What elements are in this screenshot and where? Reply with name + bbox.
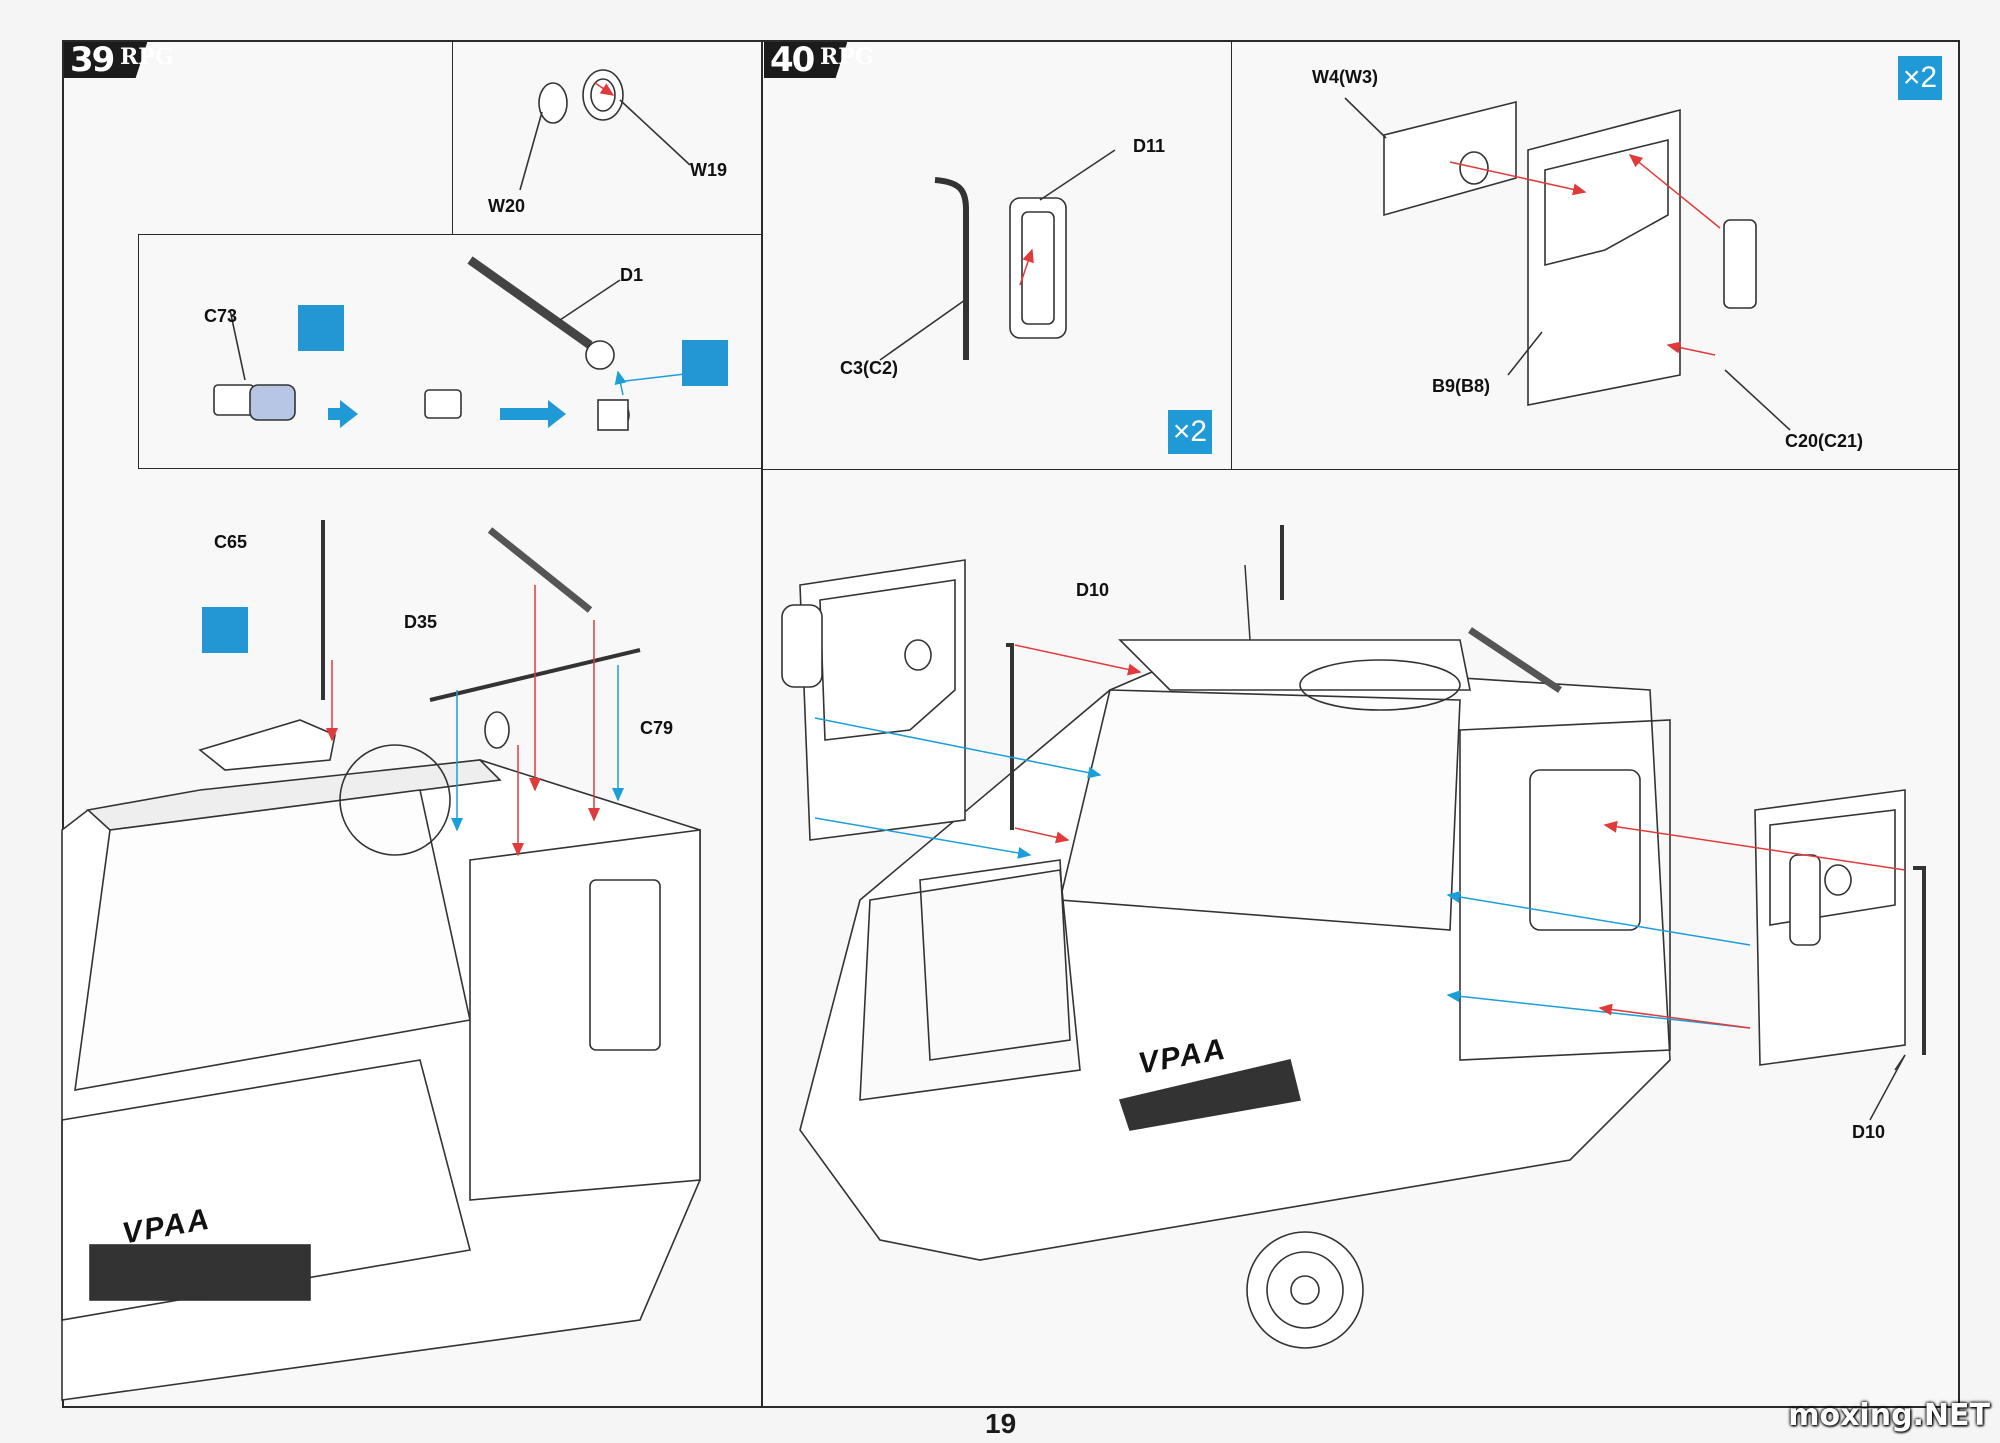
step-number: 39: [64, 42, 148, 78]
label-d35: D35: [404, 612, 438, 632]
label-w20: W20: [488, 196, 526, 216]
watermark: moxing.NET: [1788, 1398, 1990, 1433]
label-b9-b8: B9(B8): [1432, 376, 1491, 396]
label-w19: W19: [690, 160, 728, 180]
vehicle-step40: [781, 525, 1926, 1349]
glue-icon: [682, 340, 728, 386]
brand-logo: RPG: [120, 44, 174, 70]
brand-logo: RPG: [820, 44, 874, 70]
label-c65: C65: [214, 532, 248, 552]
label-d1: D1: [620, 265, 644, 285]
label-c79: C79: [640, 718, 674, 738]
multiplier-badge: ×2: [1898, 56, 1942, 100]
glue-icon: [202, 607, 248, 653]
label-c73: C73: [204, 306, 238, 326]
label-d11: D11: [1133, 136, 1166, 156]
step-number: 40: [764, 42, 848, 78]
panel-step40-main: [762, 469, 1960, 1408]
step-40-badge: 40 RPG: [764, 42, 874, 78]
step-39-badge: 39 RPG: [64, 42, 174, 78]
label-d10-top: D10: [1076, 580, 1110, 600]
vehicle-step39: [61, 520, 701, 1401]
multiplier-badge: ×2: [1168, 410, 1212, 454]
label-c3-c2: C3(C2): [840, 358, 899, 378]
page-number: 19: [985, 1408, 1017, 1439]
lamp-parts: [519, 69, 691, 191]
label-c20-c21: C20(C21): [1785, 431, 1864, 451]
glue-icon: [298, 305, 344, 351]
panel-step39-subassembly: [138, 234, 762, 469]
label-d10-bottom: D10: [1852, 1122, 1886, 1142]
label-w4-w3: W4(W3): [1312, 67, 1378, 87]
panel-step39-main: [62, 40, 762, 1408]
